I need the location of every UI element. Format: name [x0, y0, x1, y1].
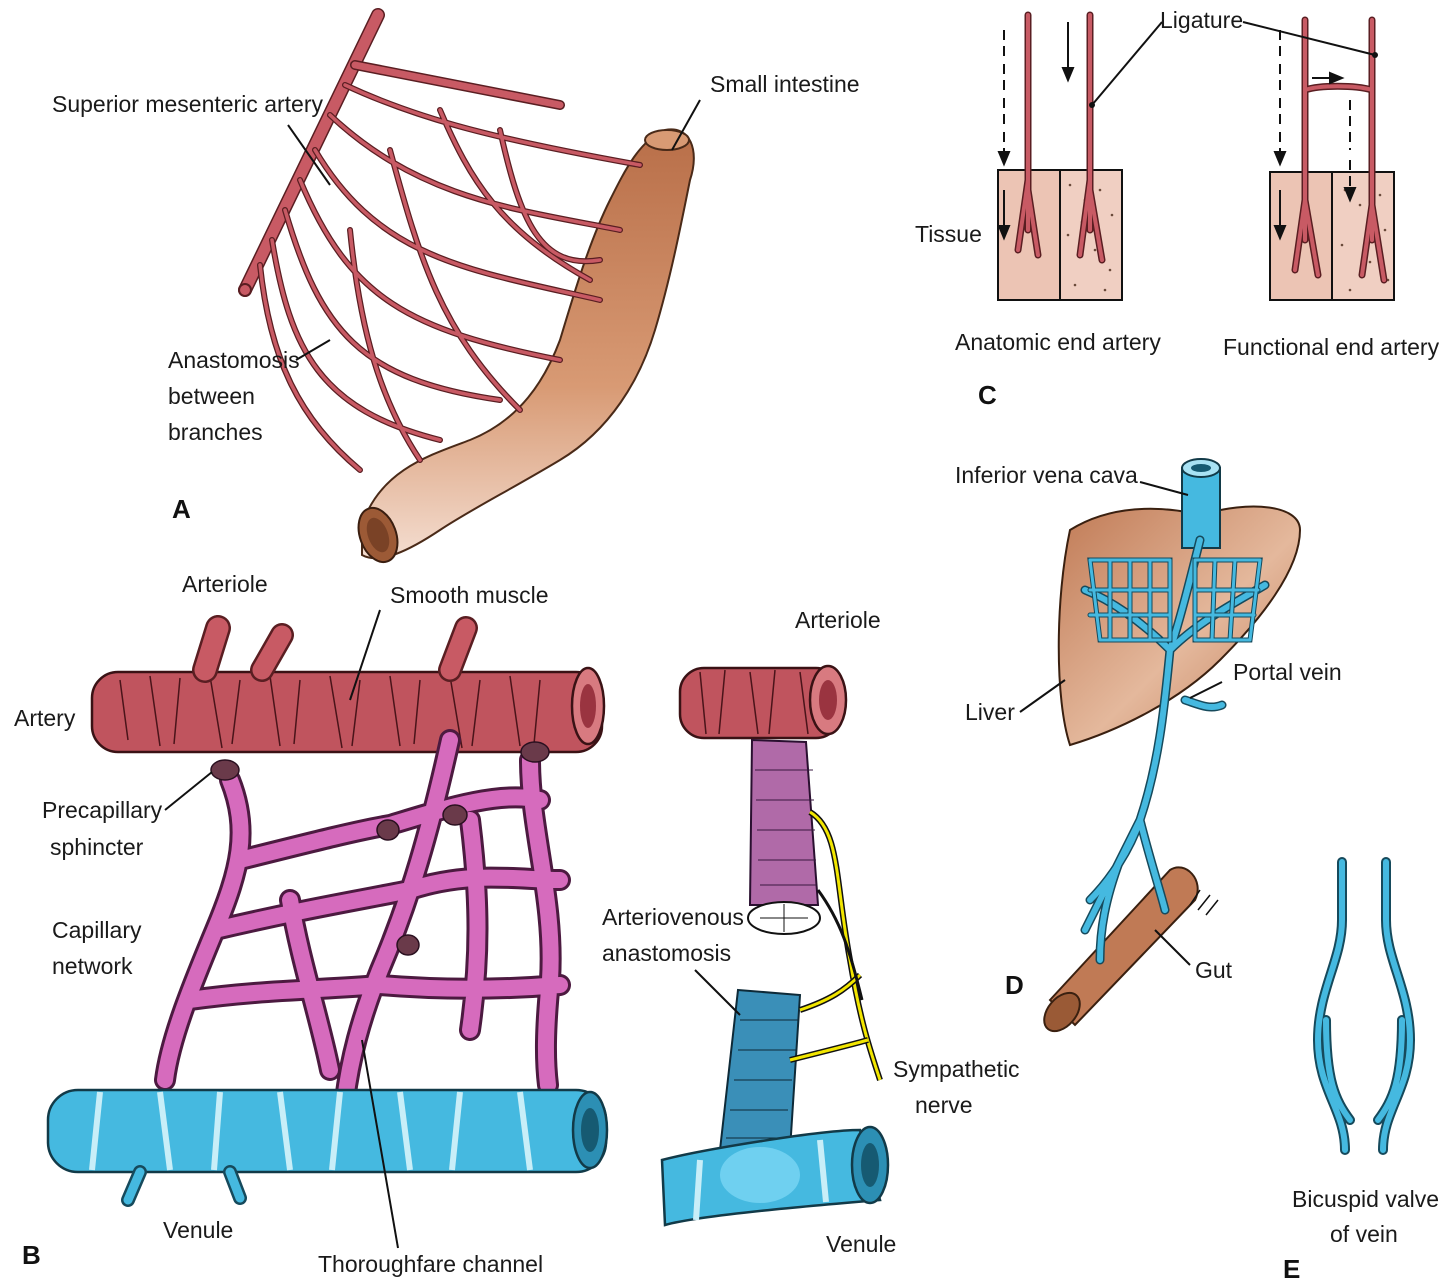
- label-superior-mesenteric-artery: Superior mesenteric artery: [52, 91, 323, 117]
- panel-letter-a: A: [172, 494, 191, 524]
- label-ligature: Ligature: [1160, 7, 1243, 33]
- venule-tube: [48, 1090, 607, 1200]
- label-inferior-vena-cava: Inferior vena cava: [955, 462, 1138, 488]
- label-artery: Artery: [14, 705, 76, 731]
- anatomic-tissue-block: [998, 170, 1122, 300]
- label-liver: Liver: [965, 699, 1015, 725]
- panel-d: Inferior vena cava Portal vein Liver Gut…: [955, 459, 1342, 1038]
- label-sympathetic-line1: Sympathetic: [893, 1056, 1020, 1082]
- label-av-line1: Arteriovenous: [602, 904, 744, 930]
- label-anatomic-end-artery: Anatomic end artery: [955, 329, 1161, 355]
- panel-letter-d: D: [1005, 970, 1024, 1000]
- label-gut: Gut: [1195, 957, 1233, 983]
- label-capillary-line1: Capillary: [52, 917, 142, 943]
- label-portal-vein: Portal vein: [1233, 659, 1342, 685]
- panel-letter-e: E: [1283, 1254, 1300, 1283]
- label-av-line2: anastomosis: [602, 940, 731, 966]
- av-venule: [662, 1127, 888, 1225]
- label-venule: Venule: [163, 1217, 233, 1243]
- label-arteriole-right: Arteriole: [795, 607, 881, 633]
- label-anastomosis-line1: Anastomosis: [168, 347, 300, 373]
- label-smooth-muscle: Smooth muscle: [390, 582, 549, 608]
- gut-shape: [1037, 867, 1218, 1038]
- bicuspid-valve-shape: [1318, 862, 1410, 1150]
- inferior-vena-cava-shape: [1182, 459, 1220, 548]
- label-precapillary-line1: Precapillary: [42, 797, 163, 823]
- av-shunt-upper: [748, 740, 820, 934]
- panel-b: Arteriole Smooth muscle Artery Precapill…: [14, 571, 607, 1277]
- label-arteriole: Arteriole: [182, 571, 268, 597]
- label-venule-right: Venule: [826, 1231, 896, 1257]
- av-arteriole: [680, 666, 846, 738]
- label-small-intestine: Small intestine: [710, 71, 860, 97]
- panel-letter-c: C: [978, 380, 997, 410]
- label-anastomosis-line3: branches: [168, 419, 263, 445]
- label-precapillary-line2: sphincter: [50, 834, 144, 860]
- artery-tube: [92, 628, 604, 752]
- label-thoroughfare-channel: Thoroughfare channel: [318, 1251, 543, 1277]
- label-bicuspid-line1: Bicuspid valve: [1292, 1186, 1439, 1212]
- label-functional-end-artery: Functional end artery: [1223, 334, 1439, 360]
- label-anastomosis-line2: between: [168, 383, 255, 409]
- label-capillary-line2: network: [52, 953, 133, 979]
- label-sympathetic-line2: nerve: [915, 1092, 973, 1118]
- av-shunt-lower: [720, 990, 800, 1150]
- panel-b-av: Arteriole Arteriovenous anastomosis Symp…: [602, 607, 1020, 1257]
- label-bicuspid-line2: of vein: [1330, 1221, 1398, 1247]
- panel-a: Superior mesenteric artery Small intesti…: [52, 15, 860, 567]
- label-tissue: Tissue: [915, 221, 982, 247]
- panel-e: Bicuspid valve of vein E: [1283, 862, 1439, 1283]
- panel-c: Ligature Tissue Anatomic end artery Func…: [915, 7, 1439, 410]
- panel-letter-b: B: [22, 1240, 41, 1270]
